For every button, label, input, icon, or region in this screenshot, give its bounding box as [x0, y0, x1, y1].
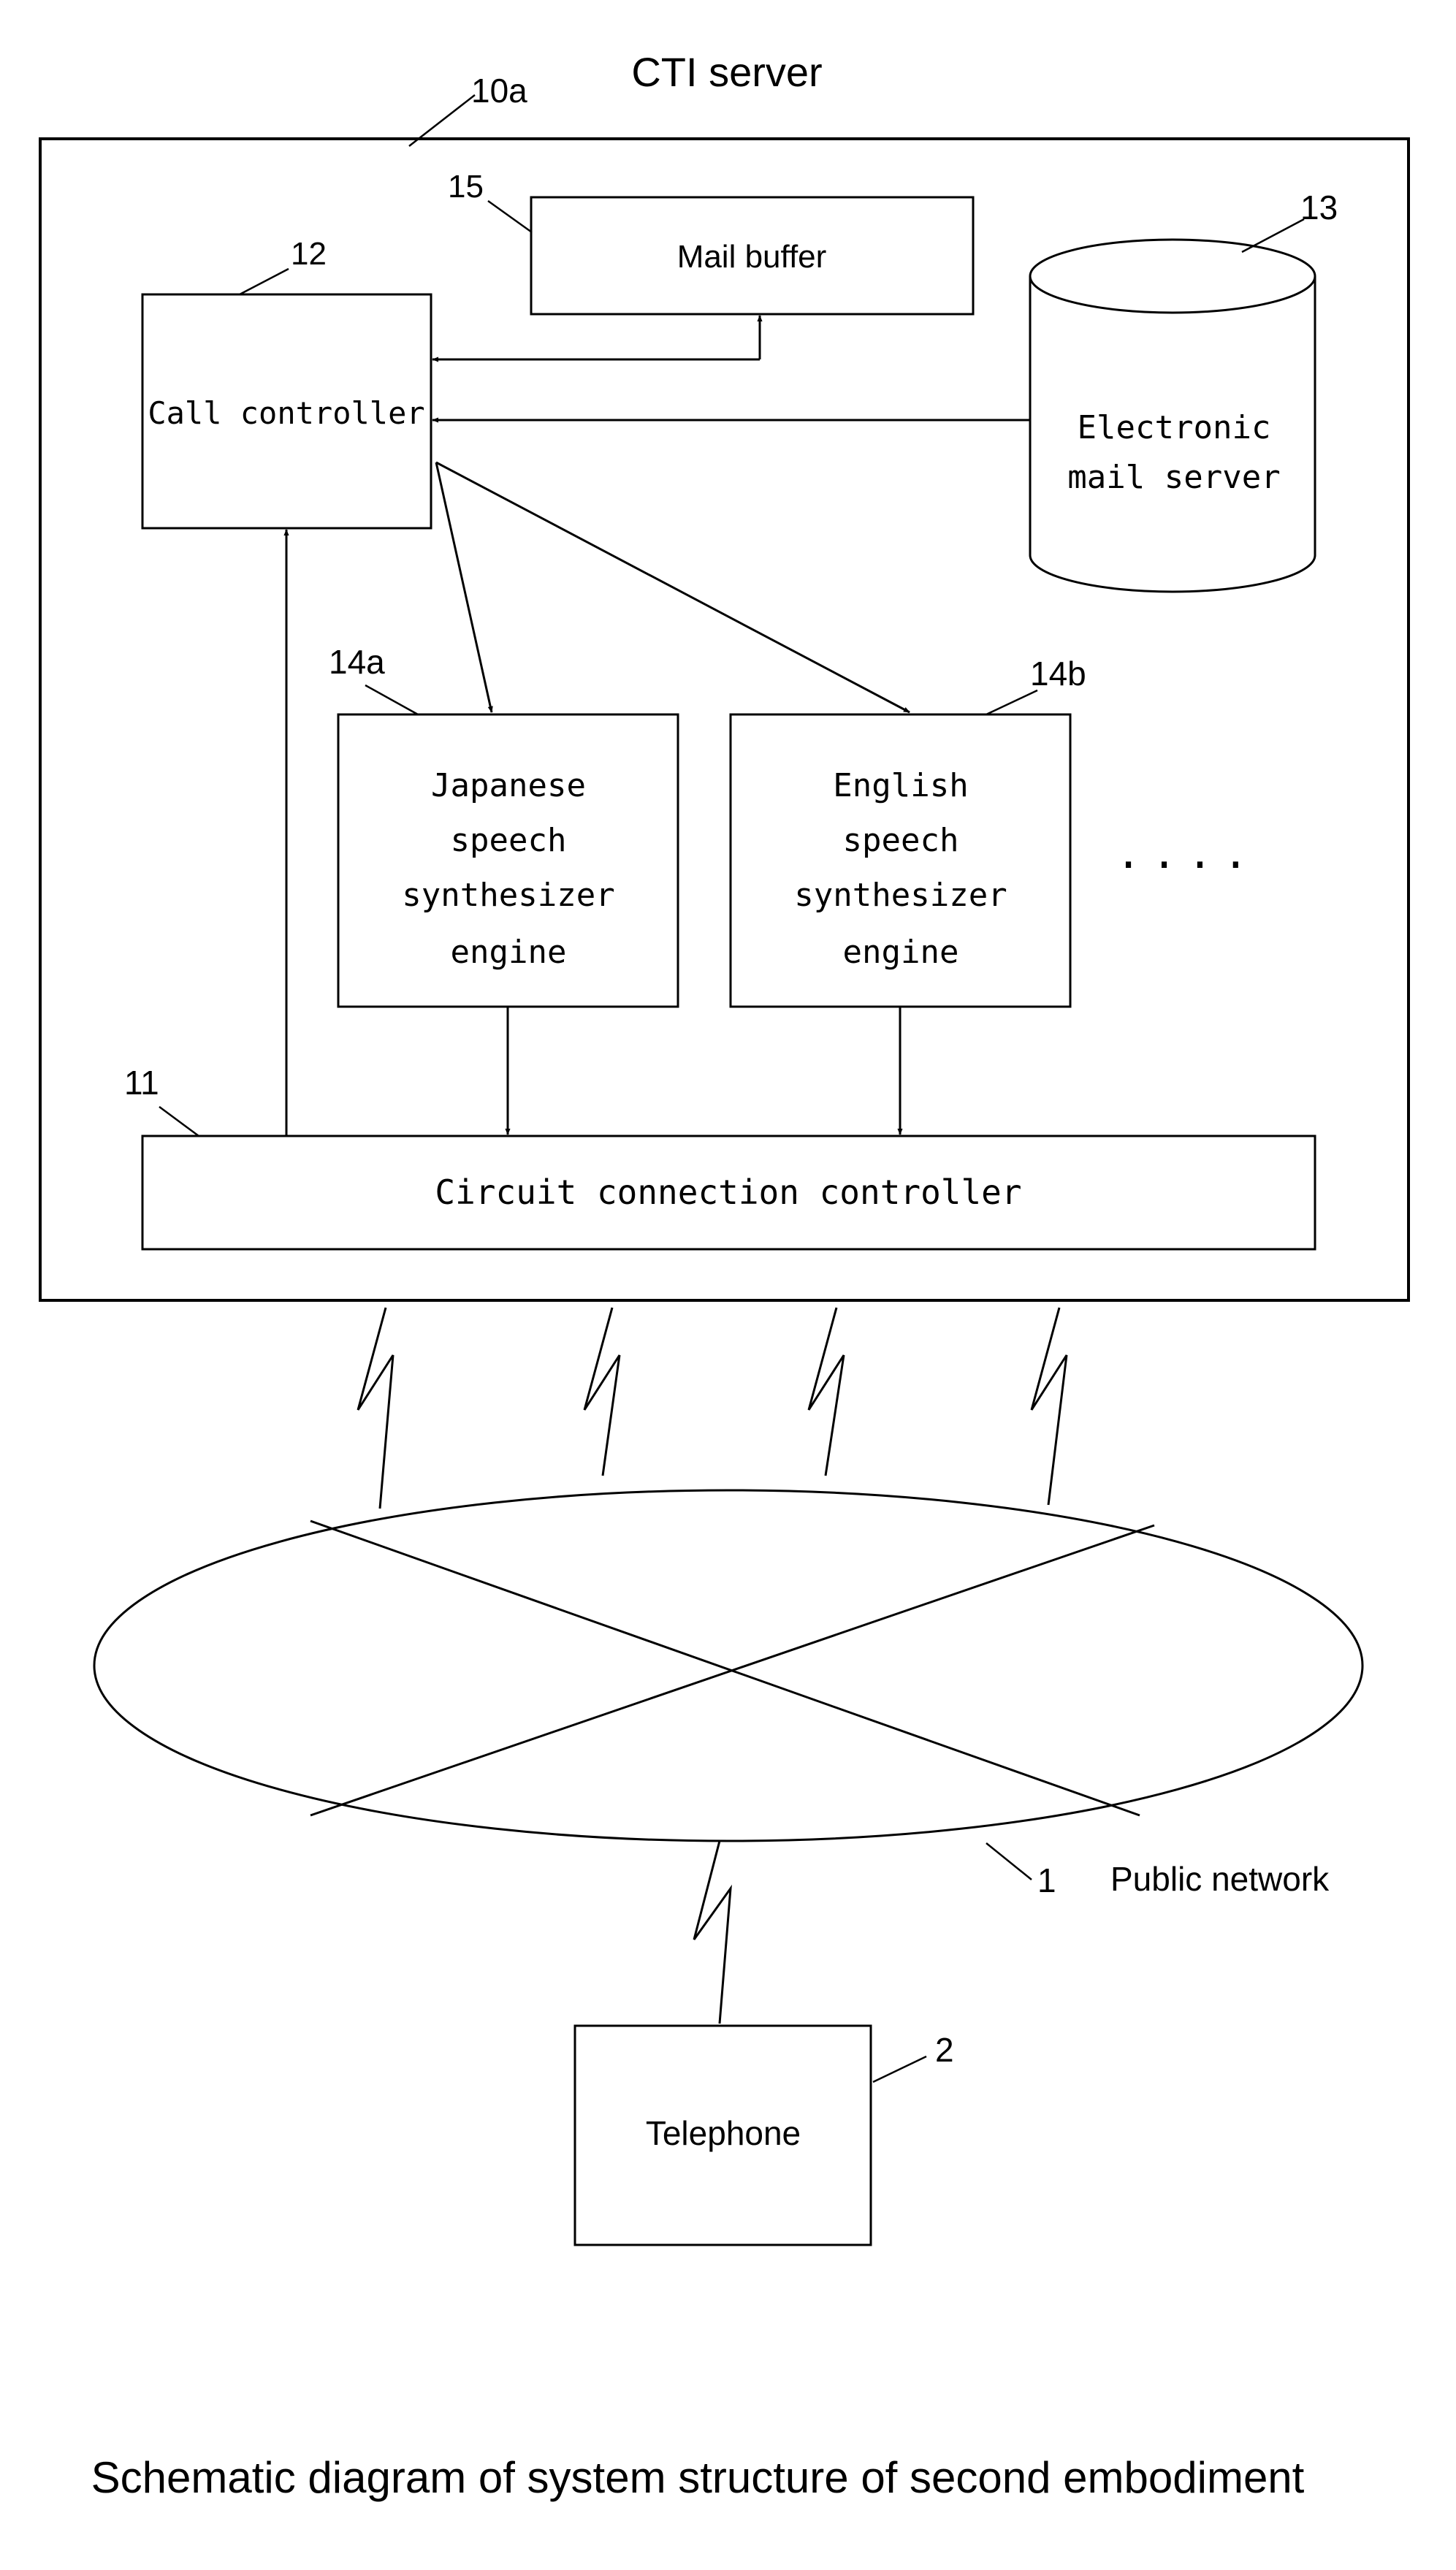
figure-caption: Schematic diagram of system structure of…: [91, 2453, 1305, 2502]
english-engine-line3: synthesizer: [794, 877, 1007, 914]
lightning-link-2: [584, 1308, 620, 1476]
cti-server-title: CTI server: [631, 49, 822, 95]
lightning-link-3: [809, 1308, 844, 1476]
mail-server-label-line2: mail server: [1067, 459, 1280, 496]
japanese-engine-ref: 14a: [329, 643, 385, 681]
japanese-engine-leader: [365, 685, 418, 714]
japanese-engine-line2: speech: [451, 822, 567, 859]
call-controller-leader: [240, 269, 289, 294]
mail-server-leader: [1242, 219, 1304, 252]
telephone-leader: [873, 2056, 926, 2082]
english-engine-leader: [986, 690, 1037, 714]
call-controller-ref: 12: [291, 236, 327, 272]
mail-server-label-line1: Electronic: [1078, 409, 1271, 446]
mail-buffer-leader: [488, 201, 532, 232]
english-engine-line4: engine: [843, 934, 959, 971]
circuit-controller-ref: 11: [124, 1064, 159, 1102]
controller-to-japanese-arrow: [436, 462, 492, 712]
lightning-link-telephone: [694, 1841, 731, 2024]
mail-server-ref: 13: [1300, 188, 1338, 226]
circuit-controller-label: Circuit connection controller: [435, 1172, 1021, 1212]
public-network-ellipse: [94, 1490, 1362, 1841]
english-engine-ref: 14b: [1030, 655, 1086, 693]
public-network-label: Public network: [1110, 1860, 1330, 1898]
japanese-engine-line4: engine: [451, 934, 567, 971]
circuit-controller-leader: [159, 1107, 199, 1136]
english-engine-line1: English: [833, 767, 968, 804]
lightning-link-4: [1032, 1308, 1067, 1505]
call-controller-label: Call controller: [148, 395, 424, 431]
cti-server-ref: 10a: [471, 72, 527, 110]
controller-to-english-arrow: [436, 462, 910, 712]
mail-buffer-label: Mail buffer: [677, 239, 827, 275]
mail-buffer-ref: 15: [448, 169, 484, 205]
telephone-label: Telephone: [646, 2114, 801, 2152]
public-network-leader: [986, 1843, 1032, 1880]
japanese-engine-line3: synthesizer: [402, 877, 614, 914]
japanese-engine-line1: Japanese: [431, 767, 586, 804]
lightning-link-1: [358, 1308, 393, 1509]
telephone-ref: 2: [935, 2031, 954, 2069]
english-engine-line2: speech: [843, 822, 959, 859]
more-engines-ellipsis: ....: [1116, 828, 1259, 878]
public-network-ref: 1: [1037, 1861, 1056, 1899]
